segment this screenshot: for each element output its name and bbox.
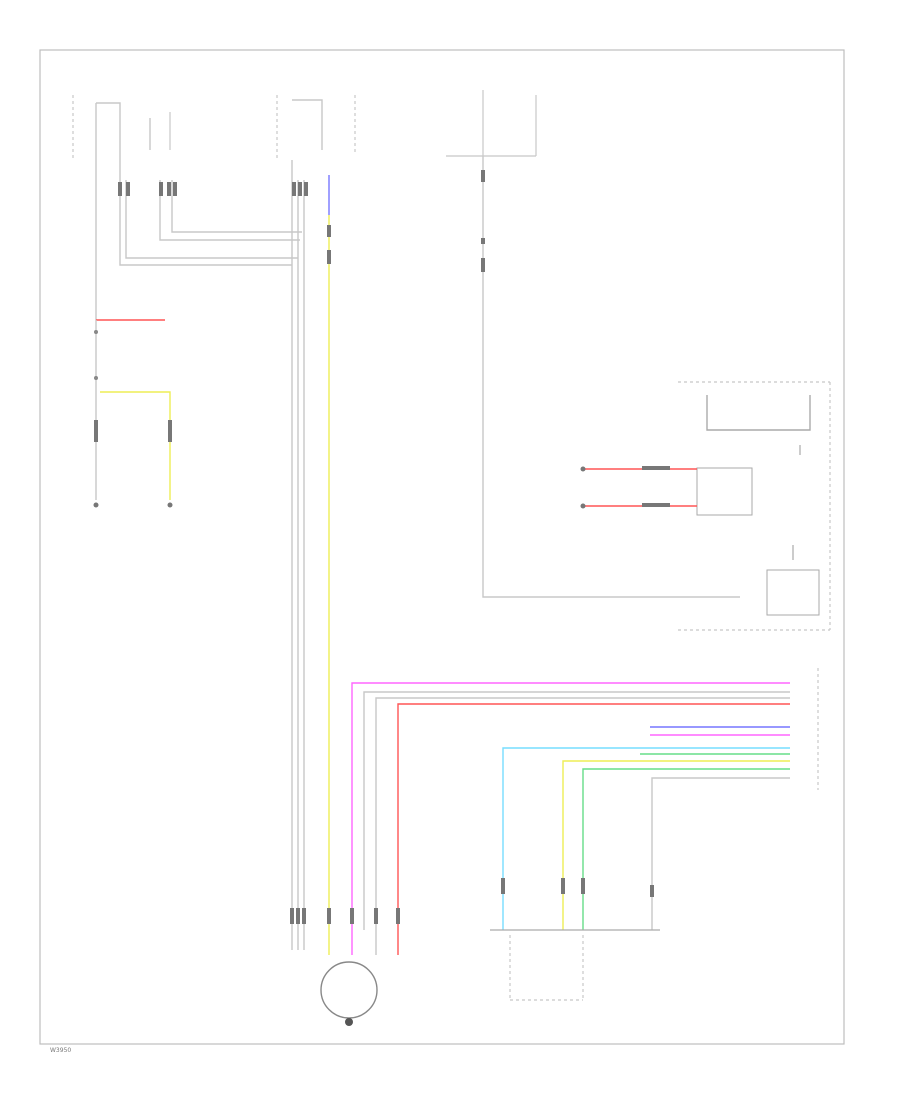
alternator: [291, 915, 399, 1026]
connectors: [93, 170, 670, 924]
diagram-frame: [39, 49, 845, 1045]
ecu-block: [583, 381, 831, 631]
left-feed-wires: [95, 103, 305, 915]
battery-relay: [94, 319, 171, 500]
fuse-block-right: [446, 90, 537, 157]
fuse-block-left: [72, 95, 278, 160]
right-feed-wire: [482, 156, 740, 598]
fuse-block-center: [292, 95, 356, 155]
bus-wires: [351, 668, 819, 930]
footer-code: W3950: [50, 1047, 71, 1054]
sensor-box: [490, 929, 660, 1001]
